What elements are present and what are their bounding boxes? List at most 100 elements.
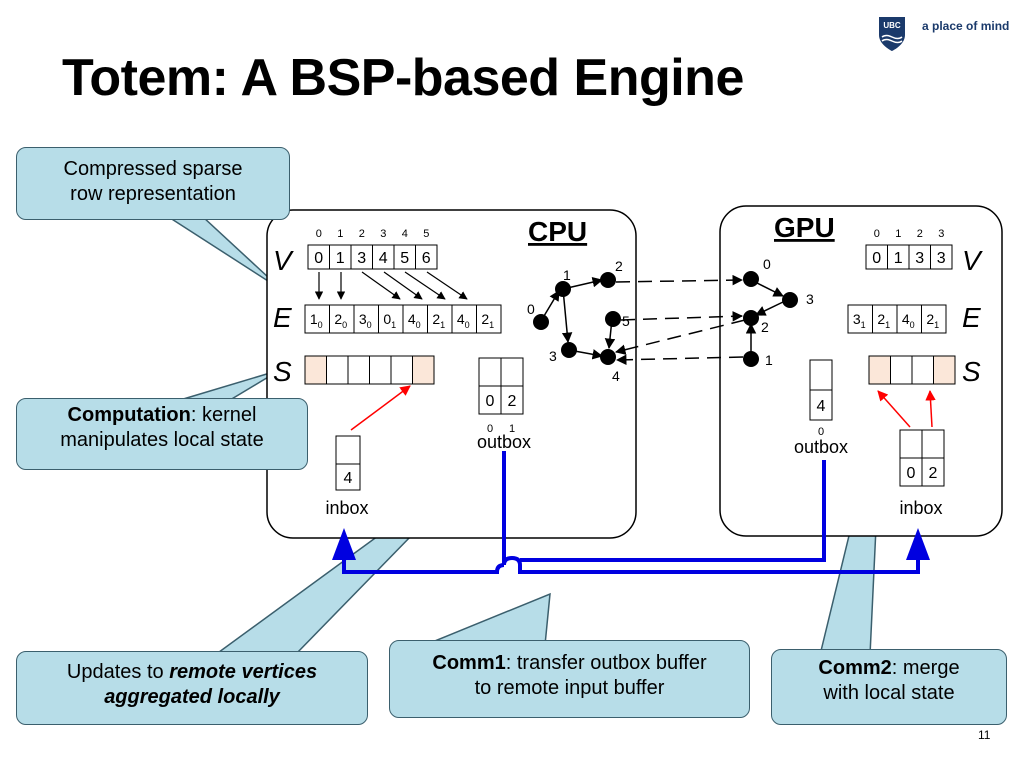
gpu-v-index: 1 xyxy=(895,228,901,240)
cpu-e-cell xyxy=(378,304,404,334)
updates-callout-emph1: remote vertices xyxy=(169,661,318,683)
cpu-node-label-5: 5 xyxy=(622,313,630,329)
comm2-callout: Comm2: merge with local state xyxy=(771,649,1007,725)
gpu-v-index: 2 xyxy=(917,228,923,240)
cpu-node-5 xyxy=(605,311,621,327)
cpu-s-cell xyxy=(390,355,413,385)
cpu-outbox-cell xyxy=(478,357,502,387)
ubc-logo: UBC a place of mind xyxy=(877,15,1017,55)
updates-callout: Updates to remote vertices aggregated lo… xyxy=(16,651,368,725)
cpu-graph-nodes xyxy=(533,272,621,365)
cpu-s-cell xyxy=(304,355,327,385)
cpu-node-3 xyxy=(561,342,577,358)
cpu-v-index: 1 xyxy=(337,228,343,240)
cpu-node-label-1: 1 xyxy=(563,267,571,283)
cpu-s-cell xyxy=(412,355,435,385)
gpu-inbox-label: inbox xyxy=(899,498,942,518)
comm2-callout-bold: Comm2 xyxy=(818,657,892,679)
cpu-inbox-value: 4 xyxy=(344,470,353,487)
comm-paths xyxy=(342,451,920,574)
cpu-v-value: 3 xyxy=(357,250,366,267)
gpu-node-label-0: 0 xyxy=(763,256,771,272)
cpu-v-index: 4 xyxy=(402,228,408,240)
cpu-e-cell xyxy=(402,304,428,334)
gpu-s-cell xyxy=(890,355,913,385)
ubc-crest-icon: UBC xyxy=(879,17,905,51)
gpu-inbox-arrowhead xyxy=(906,528,930,560)
gpu-node-label-2: 2 xyxy=(761,319,769,335)
cpu-s-cell xyxy=(326,355,349,385)
computation-callout: Computation: kernel manipulates local st… xyxy=(16,398,308,470)
gpu-label: GPU xyxy=(774,212,835,243)
updates-callout-emph2: aggregated locally xyxy=(104,686,280,708)
cpu-v-label: V xyxy=(273,245,294,276)
gpu-s-cell xyxy=(933,355,956,385)
computation-callout-line2: manipulates local state xyxy=(60,429,264,451)
updates-callout-prefix: Updates to xyxy=(66,661,170,683)
cpu-label: CPU xyxy=(528,216,587,247)
gpu-inbox-value: 0 xyxy=(907,465,916,482)
gpu-e-cell xyxy=(896,304,922,334)
gpu-s-cell xyxy=(868,355,891,385)
gpu-v-value: 0 xyxy=(872,250,881,267)
cpu-v-value: 0 xyxy=(314,250,323,267)
comm1-callout-line2: to remote input buffer xyxy=(474,677,665,699)
cpu-v-index: 5 xyxy=(423,228,429,240)
gpu-v-index: 3 xyxy=(938,228,944,240)
gpu-node-1 xyxy=(743,351,759,367)
gpu-s-cell xyxy=(911,355,934,385)
gpu-e-label: E xyxy=(962,302,981,333)
cpu-e-cell xyxy=(304,304,330,334)
cpu-node-label-4: 4 xyxy=(612,368,620,384)
cpu-node-label-0: 0 xyxy=(527,301,535,317)
comm1-callout-rest: : transfer outbox buffer xyxy=(505,652,707,674)
cpu-node-4 xyxy=(600,349,616,365)
gpu-outbox-cell xyxy=(809,389,833,421)
remote-edges xyxy=(614,274,746,366)
gpu-v-value: 3 xyxy=(915,250,924,267)
gpu-e-cell xyxy=(921,304,947,334)
gpu-inbox-cell xyxy=(899,429,923,459)
computation-callout-rest: : kernel xyxy=(190,404,257,426)
gpu-node-2 xyxy=(743,310,759,326)
comm1-callout-pointer xyxy=(424,592,551,646)
gpu-update-arrow-1 xyxy=(877,390,911,428)
gpu-v-cell xyxy=(930,244,953,270)
logo-tagline: a place of mind xyxy=(922,19,1010,33)
gpu-v-value: 1 xyxy=(894,250,903,267)
csr-callout-line1: Compressed sparse xyxy=(63,158,243,180)
cpu-outbox-value: 2 xyxy=(508,393,517,410)
cpu-inbox-cell xyxy=(335,435,361,465)
cpu-v-index: 3 xyxy=(380,228,386,240)
gpu-v-value: 3 xyxy=(937,250,946,267)
gpu-node-0 xyxy=(743,271,759,287)
gpu-outbox-index: 0 xyxy=(818,426,824,438)
comm1-callout: Comm1: transfer outbox buffer to remote … xyxy=(389,640,750,718)
cpu-inbox-arrowhead xyxy=(332,528,356,560)
comm1-callout-bold: Comm1 xyxy=(432,652,506,674)
cpu-s-cell xyxy=(369,355,392,385)
cpu-v-value: 4 xyxy=(379,250,388,267)
gpu-node-label-3: 3 xyxy=(806,291,814,307)
csr-callout-line2: row representation xyxy=(70,183,236,205)
cpu-v-value: 5 xyxy=(400,250,409,267)
cpu-v-value: 6 xyxy=(422,250,431,267)
gpu-s-label: S xyxy=(962,356,981,387)
gpu-graph-nodes xyxy=(743,271,798,367)
gpu-outbox-cell xyxy=(809,359,833,391)
cpu-s-label: S xyxy=(273,356,292,387)
cpu-node-label-3: 3 xyxy=(549,348,557,364)
cpu-node-1 xyxy=(555,281,571,297)
gpu-v-index: 0 xyxy=(874,228,880,240)
gpu-v-label: V xyxy=(962,245,983,276)
gpu-outbox-label: outbox xyxy=(794,437,848,457)
cpu-s-cell xyxy=(347,355,370,385)
gpu-inbox-cell xyxy=(921,429,945,459)
computation-callout-pointer xyxy=(179,369,281,401)
cpu-e-cell xyxy=(353,304,379,334)
cpu-csr-arrows xyxy=(314,271,468,300)
